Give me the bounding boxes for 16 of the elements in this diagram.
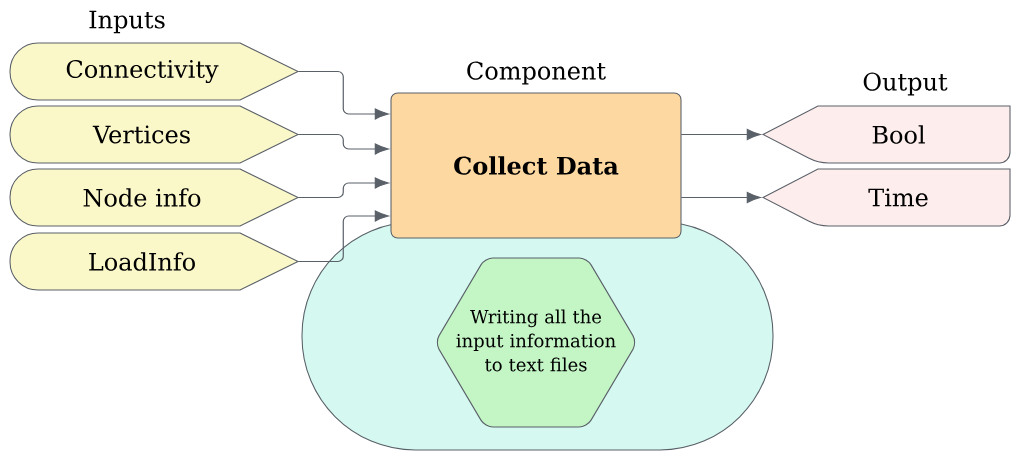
arrow bbox=[680, 128, 761, 141]
group-heading: Inputs bbox=[89, 10, 165, 34]
arrow bbox=[680, 191, 761, 204]
input-tag: Node info bbox=[9, 168, 299, 227]
output-tag: Time bbox=[762, 168, 1011, 227]
input-tag: Vertices bbox=[9, 105, 299, 164]
heading: Component bbox=[467, 61, 606, 85]
arrow bbox=[297, 177, 389, 199]
arrow bbox=[297, 210, 389, 263]
arrow bbox=[297, 133, 389, 155]
process-hexagon: Writing all the input information to text files bbox=[436, 257, 636, 428]
output-tag: Bool bbox=[762, 105, 1011, 164]
input-tag: Connectivity bbox=[9, 42, 299, 101]
input-tag: LoadInfo bbox=[9, 232, 299, 291]
arrow bbox=[297, 70, 389, 120]
process-box: Collect Data bbox=[390, 92, 682, 239]
